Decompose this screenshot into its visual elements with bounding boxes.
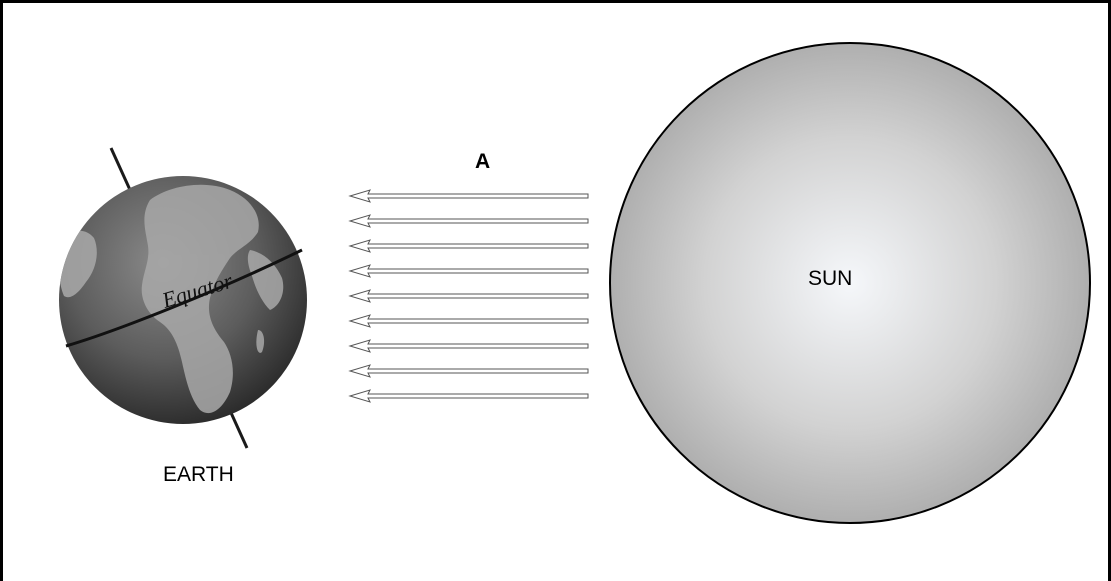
sunlight-ray <box>348 339 589 353</box>
earth-globe: Equator <box>59 176 307 424</box>
sunlight-ray <box>348 239 589 253</box>
sunlight-ray <box>348 314 589 328</box>
sunlight-ray <box>348 364 589 378</box>
sun-circle <box>609 42 1091 524</box>
sunlight-ray <box>348 189 589 203</box>
equator-line <box>65 248 303 348</box>
sunlight-ray <box>348 214 589 228</box>
sunlight-ray <box>348 264 589 278</box>
sunlight-rays <box>348 189 589 403</box>
sun-label: SUN <box>808 267 853 290</box>
earth-label: EARTH <box>163 463 234 486</box>
sunlight-ray <box>348 389 589 403</box>
sunlight-ray <box>348 289 589 303</box>
rays-label: A <box>475 150 491 173</box>
